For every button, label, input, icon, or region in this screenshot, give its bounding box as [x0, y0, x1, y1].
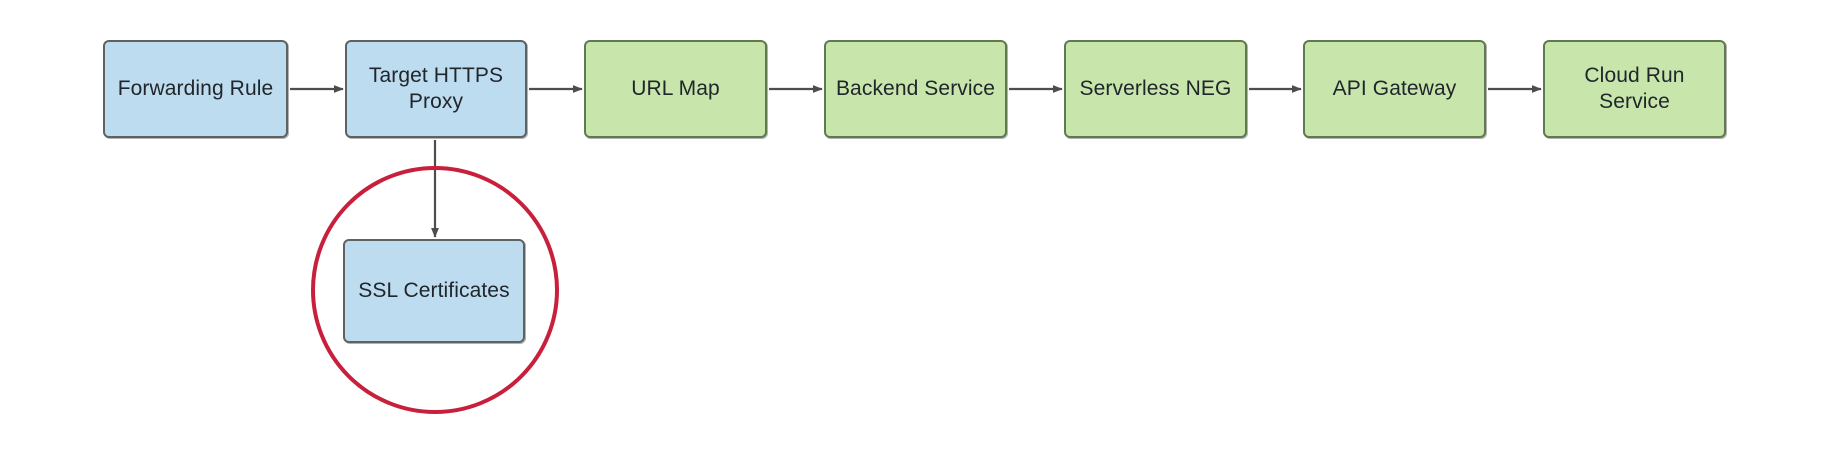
node-target-https-proxy[interactable]: Target HTTPS Proxy [345, 40, 527, 138]
node-forwarding-rule[interactable]: Forwarding Rule [103, 40, 288, 138]
node-serverless-neg[interactable]: Serverless NEG [1064, 40, 1247, 138]
node-url-map[interactable]: URL Map [584, 40, 767, 138]
node-label-ssl-certificates: SSL Certificates [358, 279, 510, 303]
node-label-target-https-proxy: Target HTTPS Proxy [368, 64, 504, 113]
node-label-url-map: URL Map [631, 77, 720, 101]
node-label-cloud-run-service: Cloud Run Service [1584, 64, 1685, 113]
node-api-gateway[interactable]: API Gateway [1303, 40, 1486, 138]
node-label-api-gateway: API Gateway [1332, 77, 1457, 101]
node-label-forwarding-rule: Forwarding Rule [117, 77, 274, 101]
node-label-serverless-neg: Serverless NEG [1079, 77, 1232, 101]
node-label-backend-service: Backend Service [835, 77, 996, 101]
node-cloud-run-service[interactable]: Cloud Run Service [1543, 40, 1726, 138]
node-ssl-certificates[interactable]: SSL Certificates [343, 239, 525, 343]
node-backend-service[interactable]: Backend Service [824, 40, 1007, 138]
